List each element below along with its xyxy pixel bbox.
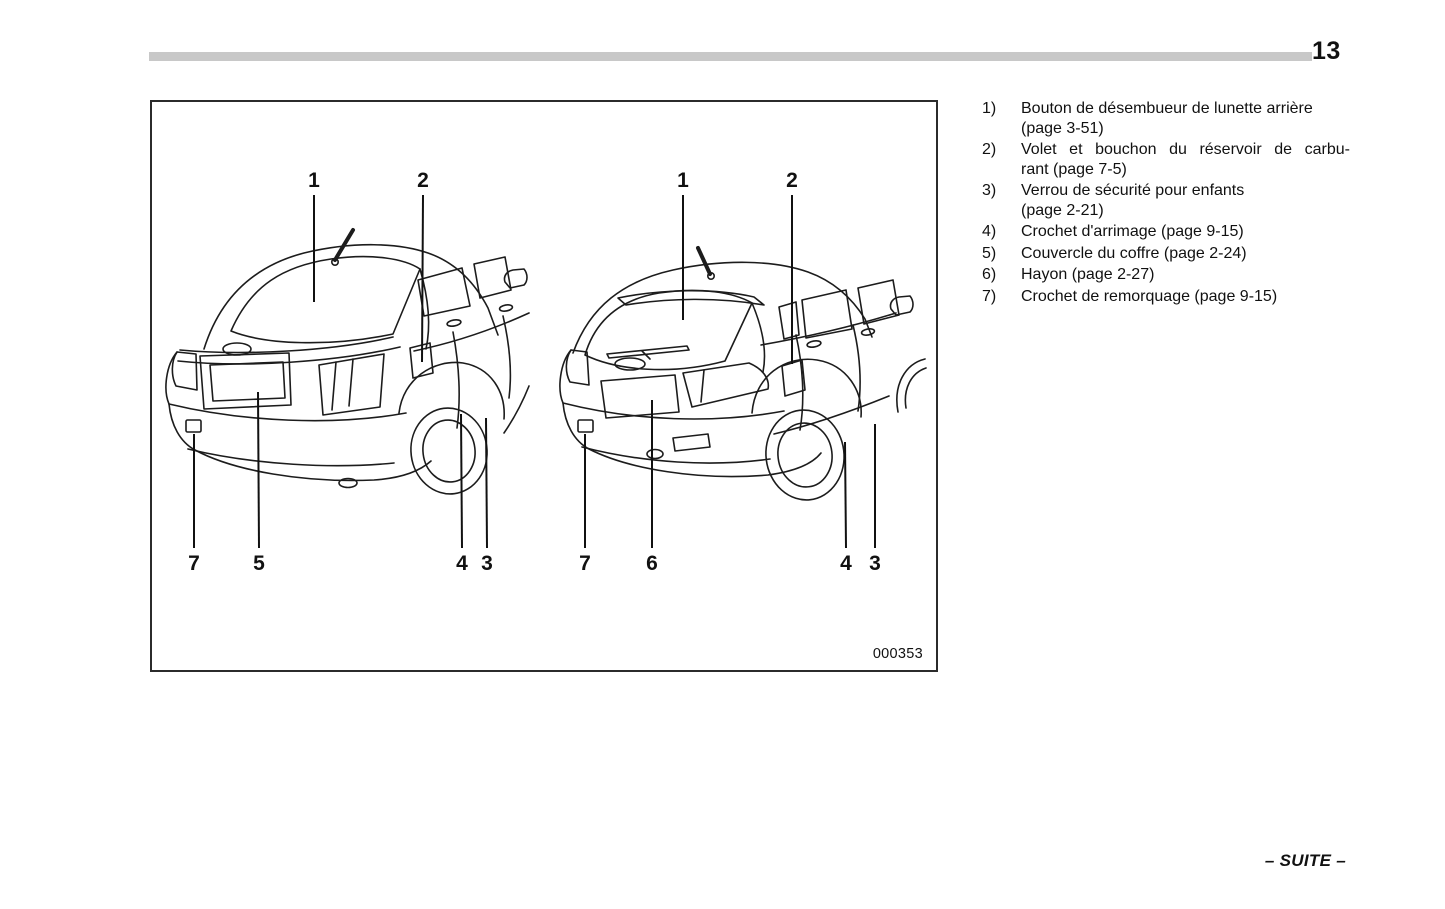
legend-item-line: Verrou de sécurité pour enfants [1021,182,1245,199]
callout-line-sedan-2 [421,194,424,363]
legend-item-line: Crochet d'arrimage (page 9-15) [1021,223,1244,240]
legend-item: 1) Bouton de désembueur de lunette arrièr… [982,99,1350,138]
continuation-note: – SUITE – [1264,851,1346,870]
legend-item-number: 7) [982,287,997,305]
legend-item-line: Couvercle du coffre (page 2-24) [1021,244,1247,262]
legend-item-line: Crochet de remorquage (page 9-15) [1021,287,1278,305]
legend-item-line: (page 2-21) [1021,201,1104,219]
legend-item-line: Bouton de désembueur de lunette arrière [1021,100,1313,117]
callout-labels: 1 2 7 5 4 3 1 2 7 6 4 3 [188,169,881,575]
figure-code: 000353 [872,646,923,662]
callout-leader-lines [193,194,876,549]
legend-item-text: Volet et bouchon du réservoir de carbu-r… [1021,140,1350,179]
legend-item: 5) Couvercle du coffre (page 2-24) [982,244,1350,264]
header-rule [149,52,1312,61]
callout-line-sedan-5 [257,391,260,549]
callout-label-hatch-7: 7 [579,552,591,575]
legend-item-text: Couvercle du coffre (page 2-24) [1021,244,1350,264]
legend-item-number: 5) [982,244,997,262]
legend-list: 1) Bouton de désembueur de lunette arrièr… [982,99,1350,308]
callout-label-sedan-4: 4 [456,552,468,575]
callout-line-sedan-4 [460,413,463,549]
callout-label-sedan-1: 1 [308,169,320,192]
callout-line-sedan-3 [485,417,488,549]
legend-item: 7) Crochet de remorquage (page 9-15) [982,287,1350,307]
legend-item-number: 6) [982,266,997,283]
legend-item-text: Bouton de désembueur de lunette arrière (… [1021,99,1350,138]
legend-item-text: Hayon (page 2-27) [1021,265,1350,285]
callout-label-sedan-3: 3 [481,552,493,575]
hatchback-rear-illustration [559,246,927,501]
legend-item-line: rant (page 7-5) [1021,160,1127,178]
legend-item-text: Crochet de remorquage (page 9-15) [1021,287,1350,307]
callout-label-hatch-1: 1 [677,169,689,192]
callout-label-sedan-2: 2 [417,169,429,192]
callout-label-hatch-4: 4 [840,552,852,575]
page-number: 13 [1312,37,1341,65]
callout-label-sedan-5: 5 [253,552,265,575]
legend-item-number: 4) [982,223,997,240]
legend-item: 3) Verrou de sécurité pour enfants (page 2… [982,181,1350,220]
legend-item-text: Verrou de sécurité pour enfants (page 2-2… [1021,181,1350,220]
legend-item-text: Crochet d'arrimage (page 9-15) [1021,222,1350,242]
callout-line-hatch-4 [844,441,847,549]
legend-item: 4) Crochet d'arrimage (page 9-15) [982,222,1350,242]
car-diagram: 1 2 7 5 4 3 1 2 7 6 4 3 [165,169,927,575]
figure-box: 1 2 7 5 4 3 1 2 7 6 4 3 000353 [150,100,938,672]
legend-item-line: Volet et bouchon du réservoir de carbu- [1021,141,1350,158]
callout-label-hatch-3: 3 [869,552,881,575]
legend-item: 2) Volet et bouchon du réservoir de carbu… [982,140,1350,179]
callout-label-hatch-2: 2 [786,169,798,192]
sedan-rear-illustration [165,228,530,495]
legend-item-line: (page 3-51) [1021,119,1104,137]
legend-item: 6) Hayon (page 2-27) [982,265,1350,285]
legend-item-number: 1) [982,100,997,117]
legend-item-number: 3) [982,182,997,199]
legend-item-number: 2) [982,141,997,158]
callout-label-sedan-7: 7 [188,552,200,575]
callout-label-hatch-6: 6 [646,552,658,575]
legend-item-line: Hayon (page 2-27) [1021,266,1155,283]
